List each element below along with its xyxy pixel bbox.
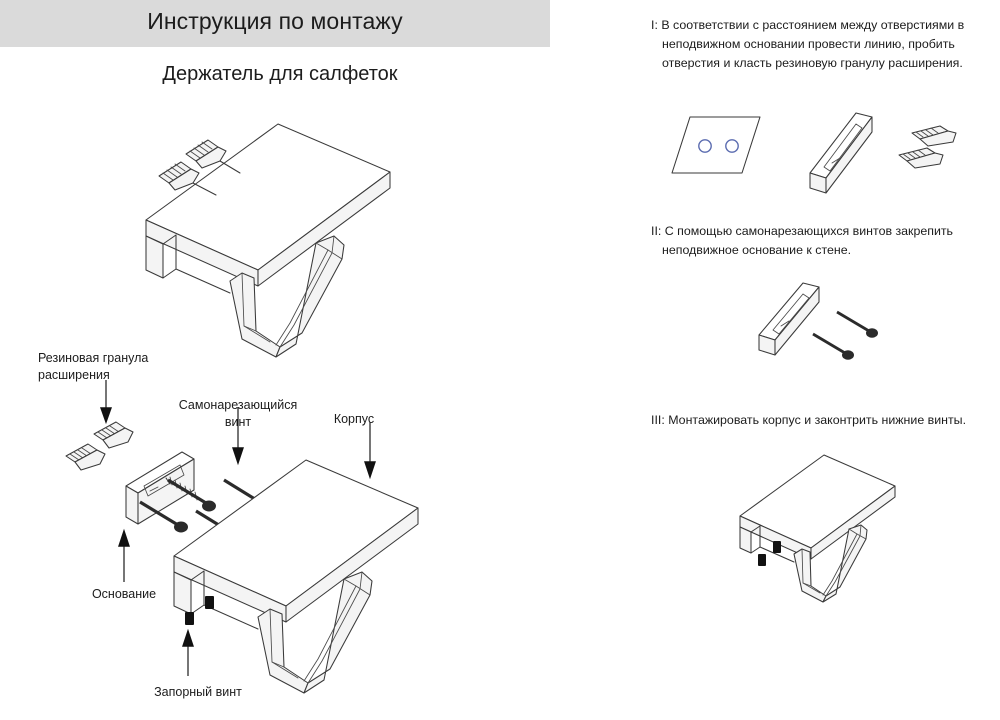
self-tapping-screw-icon-2 <box>139 500 188 533</box>
step-3-instruction: III: Монтажировать корпус и законтрить н… <box>651 413 967 427</box>
lock-screw-icon-2 <box>185 612 194 625</box>
lock-screw-icon <box>773 541 781 553</box>
callout-rubber-anchor: Резиновая гранула расширения <box>38 351 149 382</box>
rubber-anchor-icon <box>911 125 957 147</box>
napkin-holder-isometric-icon <box>145 123 391 358</box>
step-1-figure <box>660 105 990 200</box>
wall-plate-icon <box>671 116 761 174</box>
lock-screw-icon-2 <box>758 554 766 566</box>
leader-rubber-anchor <box>100 380 112 425</box>
callout-self-tapping-screw: Самонарезающийся винт <box>178 398 298 429</box>
callout-body: Корпус <box>333 412 375 426</box>
leader-body <box>364 422 376 480</box>
step-3-assembled-icon <box>739 454 896 603</box>
leader-base <box>118 528 130 582</box>
lock-screw-icon <box>205 596 214 609</box>
self-tapping-screw-icon <box>836 310 878 338</box>
header-bar <box>0 0 550 47</box>
rubber-anchor-icon-2 <box>65 443 106 471</box>
rubber-anchor-icon <box>93 421 134 449</box>
rubber-anchor-icon-2 <box>898 147 944 169</box>
hole-marker-icon-2 <box>725 139 739 153</box>
step-3-figure <box>720 440 920 610</box>
mounting-bracket-icon <box>809 112 873 194</box>
leader-self-tapping-screw <box>232 407 244 466</box>
hole-marker-icon <box>698 139 712 153</box>
self-tapping-screw-icon-2 <box>812 332 854 360</box>
step-2-parts-icon <box>758 282 878 360</box>
step-2-figure <box>745 275 925 370</box>
holder-body-icon <box>173 459 419 694</box>
product-title: Держатель для салфеток <box>162 63 398 85</box>
step-1-instruction: I: В соответствии с расстоянием между от… <box>651 18 965 70</box>
step-2-instruction: II: С помощью самонарезающихся винтов за… <box>651 224 954 257</box>
rubber-anchor-icon <box>185 139 227 169</box>
callout-base: Основание <box>91 587 157 601</box>
leader-lock-screw <box>182 628 194 676</box>
callout-lock-screw: Запорный винт <box>154 685 242 699</box>
mounting-bracket-icon <box>758 282 820 356</box>
self-tapping-screw-icon <box>165 476 216 512</box>
rubber-anchor-icon-2 <box>158 161 200 191</box>
exploded-assembly-diagram <box>65 380 419 694</box>
page-title: Инструкция по монтажу <box>147 8 403 34</box>
step-1-parts-icon <box>671 112 957 194</box>
exploded-illustration <box>20 360 440 710</box>
hero-illustration <box>130 95 450 358</box>
